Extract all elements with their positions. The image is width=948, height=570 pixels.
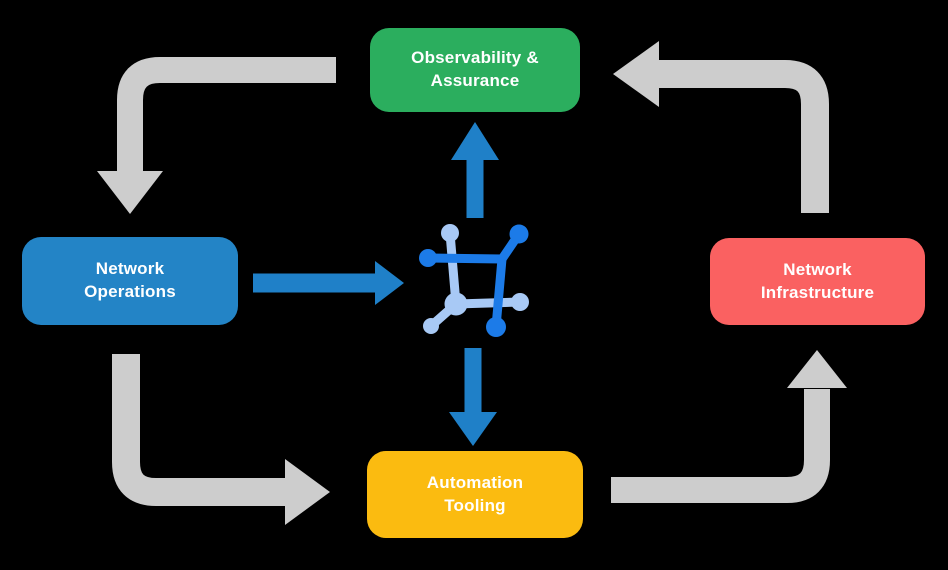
cycle-arrow-infrastructure-to-observability	[613, 41, 829, 213]
arrow-shaft	[611, 389, 830, 503]
node-automation-tooling: Automation Tooling	[367, 451, 583, 538]
flow-arrow-center-to-observability	[451, 122, 499, 218]
node-label: Network Operations	[84, 259, 176, 301]
node-label: Observability & Assurance	[411, 48, 539, 90]
network-hub-icon	[419, 224, 529, 337]
arrow-head-up	[451, 122, 499, 160]
node-label: Automation Tooling	[426, 472, 524, 515]
node-observability-assurance: Observability & Assurance	[370, 28, 580, 112]
node-label: Network Infrastructure	[760, 259, 875, 302]
cycle-arrow-automation-to-infrastructure	[611, 350, 847, 503]
network-hub-icon-dark-nodes	[419, 224, 529, 337]
node-network-infrastructure: Network Infrastructure	[710, 238, 925, 325]
arrow-head-right	[375, 261, 404, 305]
cycle-arrow-operations-to-automation	[112, 354, 330, 525]
arrow-head-down	[449, 412, 497, 446]
flow-arrow-operations-to-center	[253, 261, 404, 305]
arrow-shaft	[112, 354, 285, 506]
arrow-head-left	[613, 41, 659, 107]
arrow-head-up	[787, 350, 847, 388]
arrow-shaft	[659, 60, 829, 213]
flow-arrow-center-to-automation	[449, 348, 497, 446]
arrow-shaft	[117, 57, 336, 173]
network-hub-icon-light-nodes	[423, 224, 529, 334]
arrow-head-right	[285, 459, 330, 525]
arrow-head-down	[97, 171, 163, 214]
node-network-operations: Network Operations	[22, 237, 238, 325]
cycle-arrow-observability-to-operations	[97, 57, 336, 214]
